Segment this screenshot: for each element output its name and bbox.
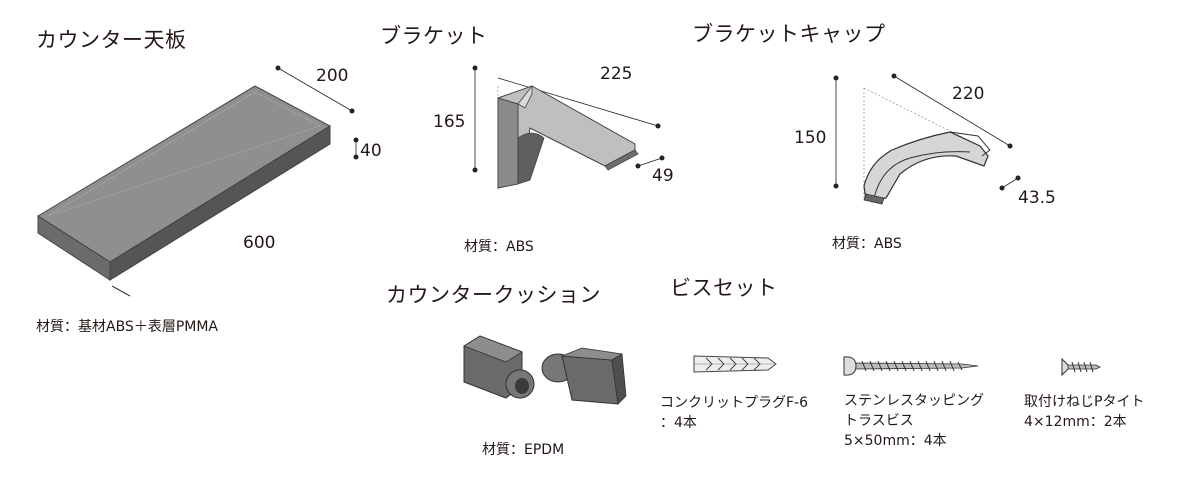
counter-top-dim-depth: 200	[316, 66, 349, 86]
bracket-drawing	[472, 65, 665, 189]
p-tight-screw-qty: 4×12mm：2本	[1024, 414, 1127, 430]
screw-set-title: ビスセット	[670, 276, 778, 300]
counter-cushion-title: カウンタークッション	[386, 283, 601, 307]
bracket-title: ブラケット	[380, 24, 488, 48]
bracket-cap-material: 材質：ABS	[832, 236, 902, 252]
bracket-cap-dim-length: 220	[952, 84, 985, 104]
truss-screw-qty: 5×50mm：4本	[844, 433, 947, 449]
truss-screw-name-2: トラスビス	[844, 413, 914, 429]
counter-top-title: カウンター天板	[36, 28, 187, 52]
p-tight-screw-icon	[1061, 357, 1101, 377]
bracket-cap-drawing	[833, 73, 1021, 205]
bracket-dim-width: 49	[652, 166, 674, 186]
plug-name: コンクリットプラグF-6	[660, 395, 809, 411]
counter-top-dim-thickness: 40	[360, 141, 382, 161]
counter-top-material: 材質：基材ABS＋表層PMMA	[36, 319, 218, 335]
concrete-plug-icon	[693, 355, 777, 373]
truss-screw-icon	[843, 356, 979, 376]
counter-cushion-drawing	[463, 335, 627, 405]
truss-screw-name: ステンレスタッピング	[844, 393, 984, 409]
counter-top-drawing	[37, 65, 359, 297]
bracket-dim-height: 165	[433, 112, 466, 132]
bracket-cap-dim-width: 43.5	[1018, 188, 1056, 208]
bracket-cap-dim-height: 150	[794, 128, 827, 148]
bracket-cap-title: ブラケットキャップ	[692, 22, 886, 46]
plug-qty: ：4本	[660, 415, 697, 431]
bracket-material: 材質：ABS	[464, 239, 534, 255]
counter-top-dim-width: 600	[243, 233, 276, 253]
bracket-dim-length: 225	[600, 64, 633, 84]
p-tight-screw-name: 取付けねじPタイト	[1024, 394, 1145, 410]
counter-cushion-material: 材質：EPDM	[482, 442, 565, 458]
